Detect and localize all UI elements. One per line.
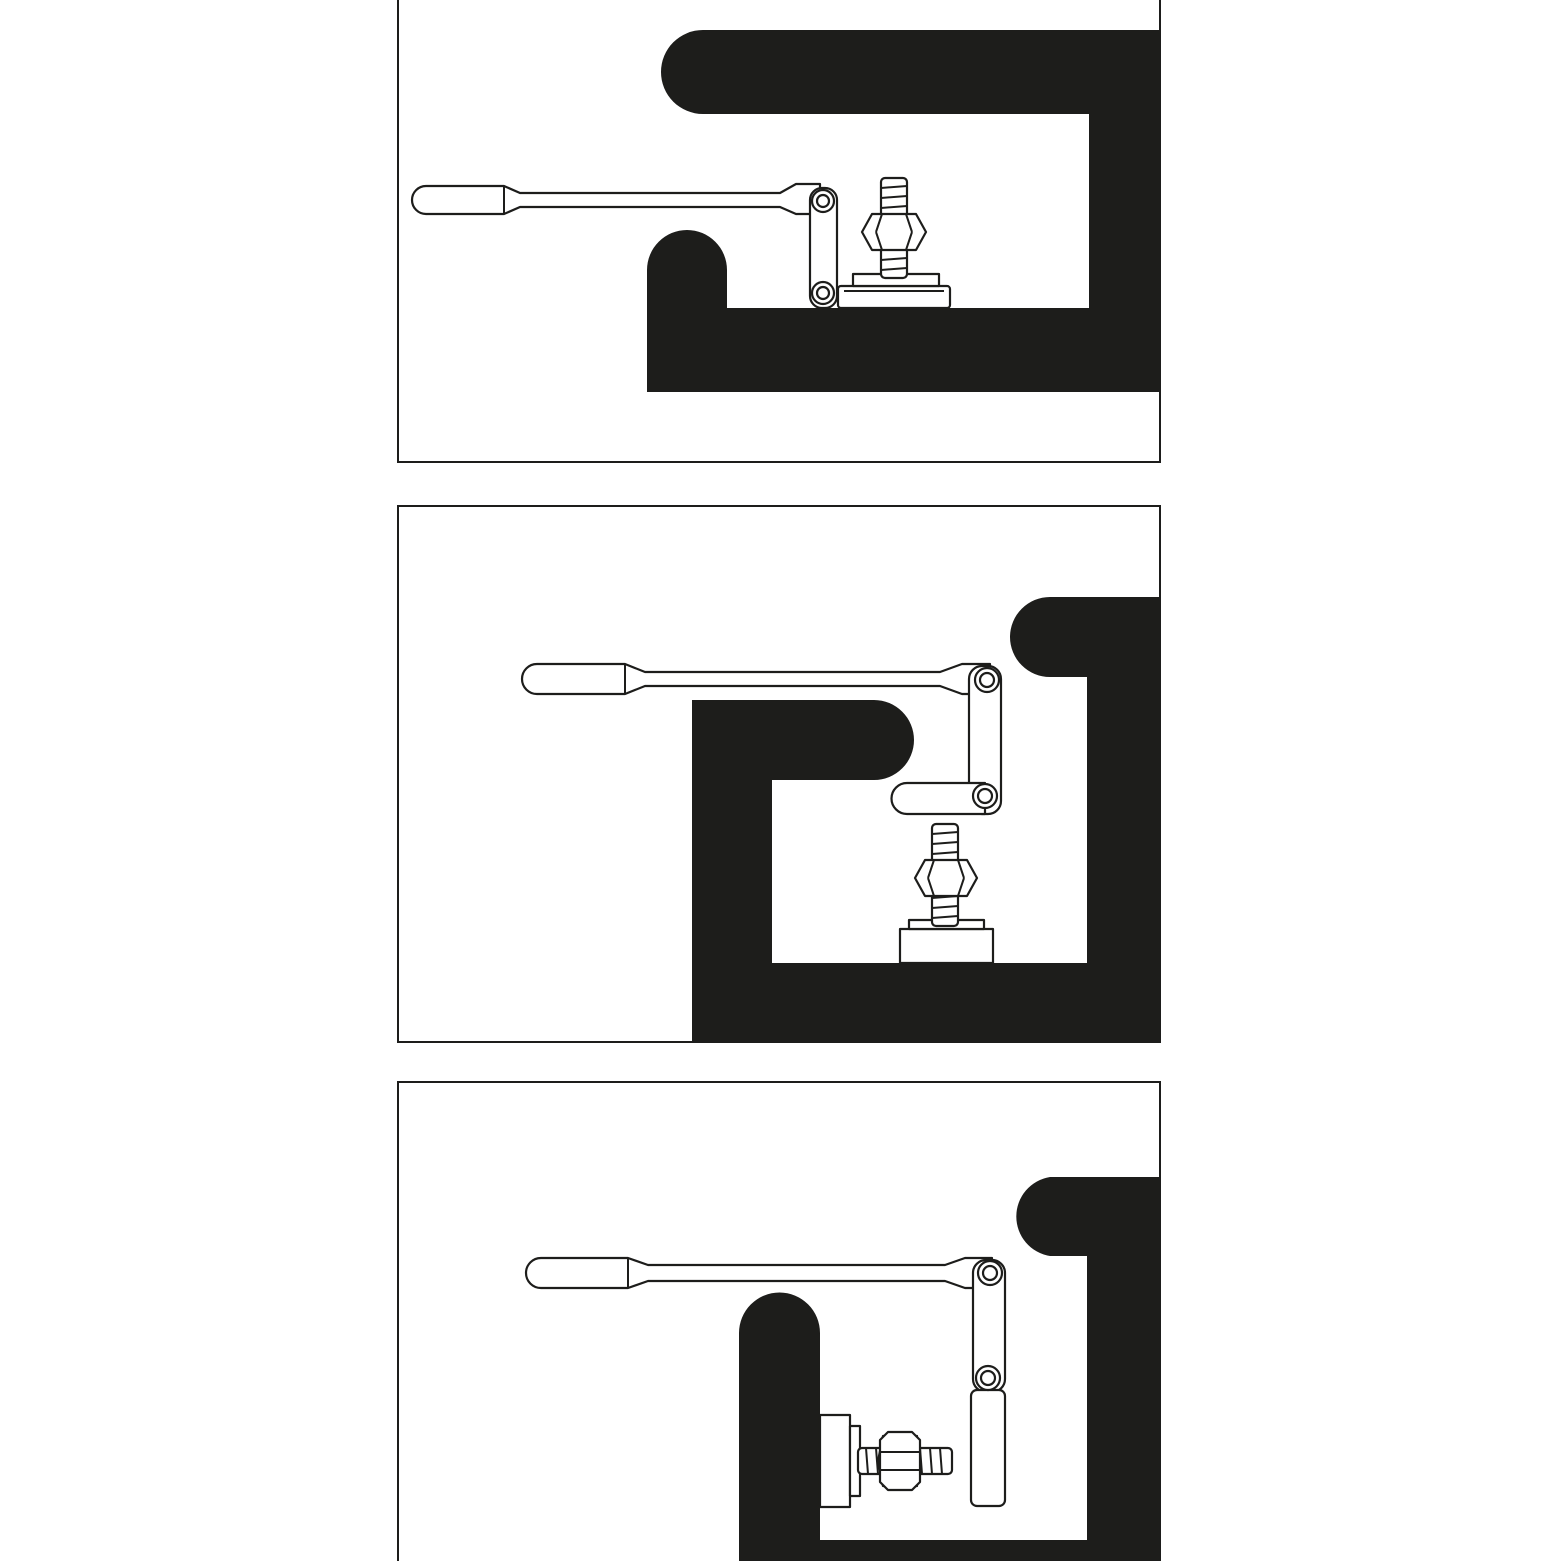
panel-3-wrench-handle: [524, 1256, 994, 1290]
panel-3-wrench: [524, 1256, 1007, 1508]
panel-1-wrench-handle: [410, 182, 822, 216]
panel-1-channel-structure: [647, 30, 1160, 392]
panel-3-wrench-lower-head: [969, 1388, 1007, 1508]
panel-1-wrench: [410, 182, 839, 310]
panel-3-mount-base: [818, 1413, 862, 1509]
panel-2: [397, 505, 1161, 1043]
panel-2-frame: [397, 505, 1161, 1043]
panel-3-nut: [876, 1430, 922, 1492]
panel-1: [397, 0, 1161, 463]
panel-1-mount-base: [836, 272, 952, 310]
panel-3-right-wall: [1016, 1177, 1160, 1561]
panel-1-frame: [397, 0, 1161, 463]
panel-2-recess-structure: [692, 700, 1095, 1042]
panel-1-wrench-link-arm: [808, 186, 839, 310]
panel-2-wrench-handle: [520, 662, 992, 696]
panel-2-wrench-folded-head: [890, 781, 987, 816]
panel-3-frame: [397, 1081, 1161, 1561]
panel-3: [397, 1081, 1161, 1561]
panel-2-right-wall: [1010, 597, 1160, 1042]
panel-2-nut: [913, 858, 979, 898]
panel-2-wrench: [520, 662, 1003, 816]
panel-1-nut: [860, 212, 928, 252]
panel-3-recess-structure: [739, 1292, 1095, 1561]
